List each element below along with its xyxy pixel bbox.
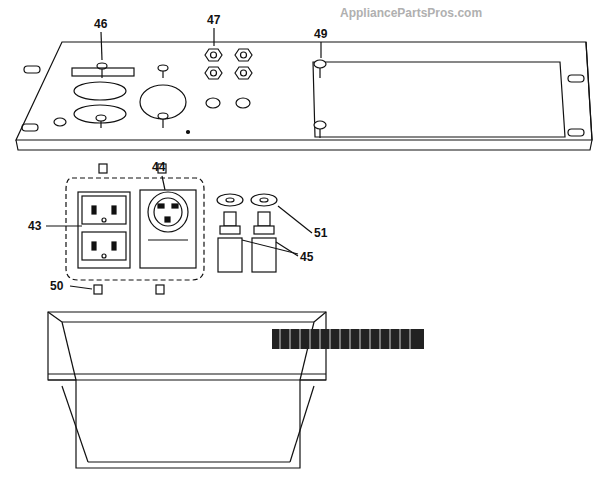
callout-number: 49 (314, 27, 327, 41)
callout-number: 45 (300, 250, 313, 264)
callout-number: 51 (314, 226, 327, 240)
callout-number: 47 (207, 13, 220, 27)
callout-number: 46 (94, 17, 107, 31)
callout-number: 43 (28, 219, 41, 233)
watermark: AppliancePartsPros.com (340, 6, 482, 20)
callout-number: 44 (152, 160, 165, 174)
callout-number: 50 (50, 279, 63, 293)
